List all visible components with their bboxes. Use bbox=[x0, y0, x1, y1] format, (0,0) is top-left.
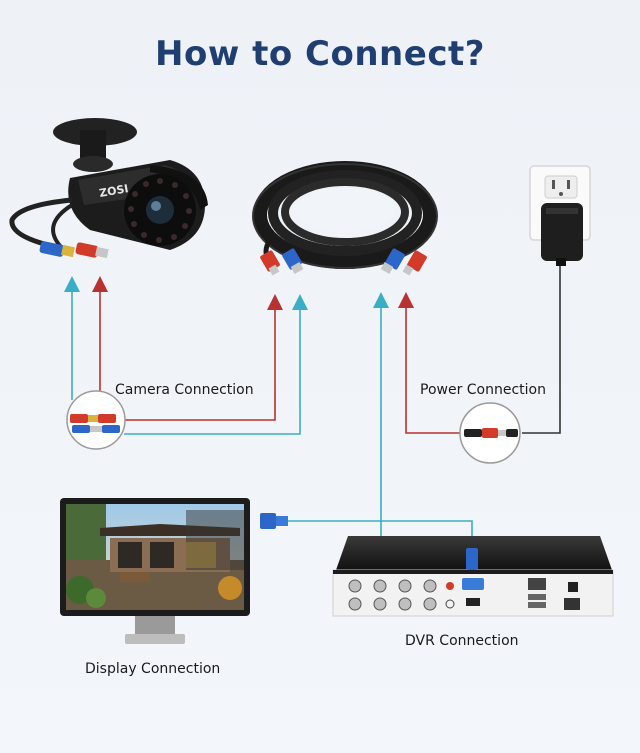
power-coupler bbox=[459, 402, 521, 464]
display-monitor bbox=[60, 498, 250, 644]
vga-plug bbox=[260, 513, 288, 529]
bullet-camera: ZOSI bbox=[9, 118, 208, 259]
power-adapter bbox=[541, 203, 583, 266]
power-connection-label: Power Connection bbox=[420, 382, 546, 398]
page-title: How to Connect? bbox=[155, 34, 485, 74]
connection-lines bbox=[64, 262, 561, 570]
camera-logo: ZOSI bbox=[98, 182, 129, 200]
camera-coupler bbox=[66, 390, 126, 450]
dvr-recorder bbox=[332, 536, 614, 617]
cable-coil bbox=[252, 161, 438, 276]
dvr-connection-label: DVR Connection bbox=[405, 633, 519, 649]
camera-connection-label: Camera Connection bbox=[115, 382, 254, 398]
display-connection-label: Display Connection bbox=[85, 661, 221, 677]
